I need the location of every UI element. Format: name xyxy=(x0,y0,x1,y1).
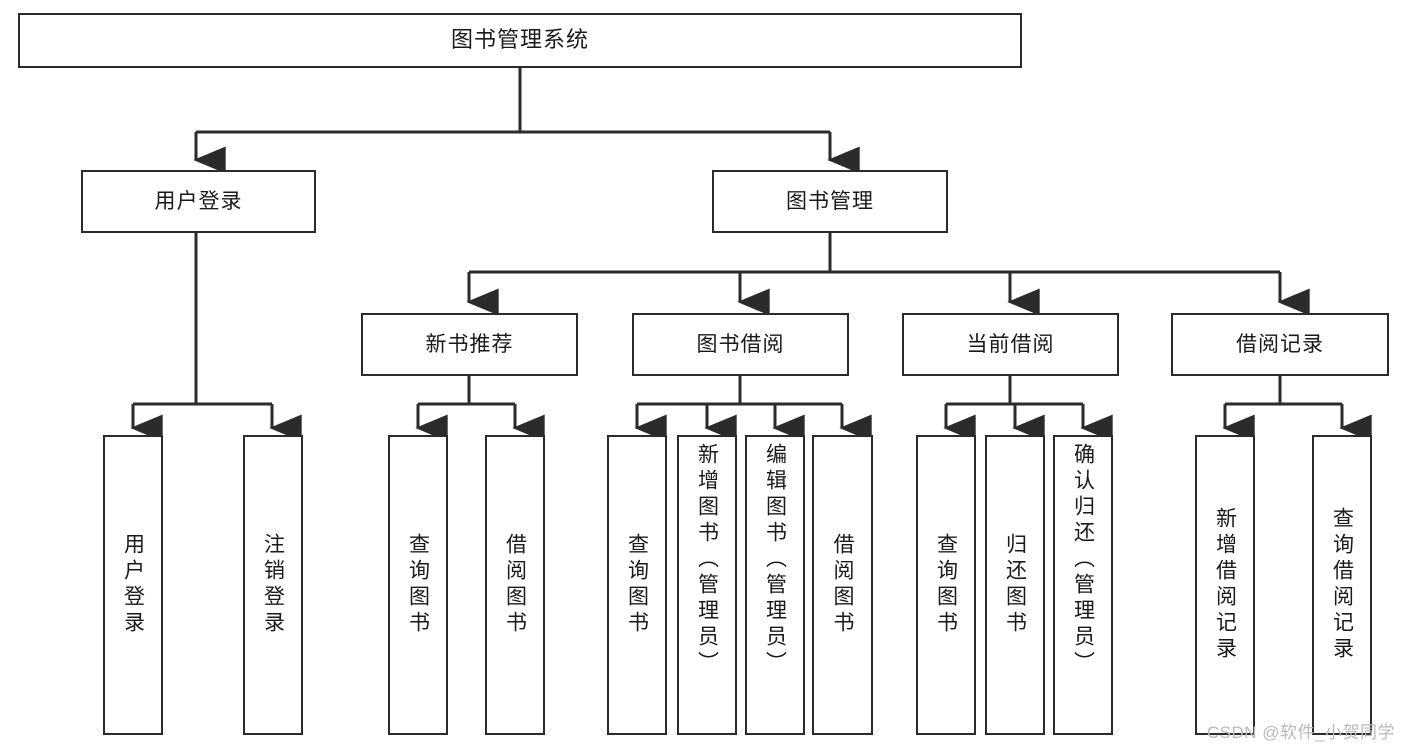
leaf-add-record[interactable]: 新增借阅记录 xyxy=(1195,435,1255,735)
node-book-borrow[interactable]: 图书借阅 xyxy=(632,313,849,376)
node-borrow-record-label: 借阅记录 xyxy=(1236,332,1324,356)
leaf-return-book[interactable]: 归还图书 xyxy=(985,435,1045,735)
leaf-add-book[interactable]: 新增图书（管理员） xyxy=(677,435,737,735)
node-user-login[interactable]: 用户登录 xyxy=(81,170,316,233)
leaf-confirm-return-label: 确认归还（管理员） xyxy=(1071,443,1095,677)
leaf-add-book-label: 新增图书（管理员） xyxy=(695,443,719,677)
leaf-edit-book[interactable]: 编辑图书（管理员） xyxy=(745,435,805,735)
node-user-login-label: 用户登录 xyxy=(154,189,243,213)
leaf-query-book-2[interactable]: 查询图书 xyxy=(607,435,667,735)
node-current-borrow-label: 当前借阅 xyxy=(966,332,1055,356)
leaf-edit-book-label: 编辑图书（管理员） xyxy=(763,443,787,677)
leaf-query-book-2-label: 查询图书 xyxy=(625,533,649,637)
leaf-query-book-1[interactable]: 查询图书 xyxy=(388,435,448,735)
node-root-label: 图书管理系统 xyxy=(450,27,589,53)
node-new-book-recommend[interactable]: 新书推荐 xyxy=(361,313,578,376)
node-root[interactable]: 图书管理系统 xyxy=(18,13,1022,68)
leaf-user-login-label: 用户登录 xyxy=(121,533,145,637)
leaf-query-book-3[interactable]: 查询图书 xyxy=(916,435,976,735)
leaf-query-record-label: 查询借阅记录 xyxy=(1330,507,1354,663)
leaf-borrow-book-2-label: 借阅图书 xyxy=(831,533,854,637)
leaf-query-book-3-label: 查询图书 xyxy=(934,533,958,637)
leaf-borrow-book-1[interactable]: 借阅图书 xyxy=(485,435,545,735)
node-current-borrow[interactable]: 当前借阅 xyxy=(902,313,1119,376)
leaf-query-book-1-label: 查询图书 xyxy=(406,533,430,637)
leaf-confirm-return[interactable]: 确认归还（管理员） xyxy=(1053,435,1113,735)
leaf-borrow-book-2[interactable]: 借阅图书 xyxy=(812,435,873,735)
watermark-text: CSDN @软件_小贺同学 xyxy=(1206,723,1395,742)
leaf-logout-label: 注销登录 xyxy=(261,533,285,637)
node-book-borrow-label: 图书借阅 xyxy=(696,332,785,356)
node-borrow-record[interactable]: 借阅记录 xyxy=(1171,313,1389,376)
node-book-management[interactable]: 图书管理 xyxy=(712,170,948,233)
leaf-user-login[interactable]: 用户登录 xyxy=(103,435,163,735)
leaf-query-record[interactable]: 查询借阅记录 xyxy=(1312,435,1372,735)
node-book-management-label: 图书管理 xyxy=(786,189,874,213)
leaf-add-record-label: 新增借阅记录 xyxy=(1213,507,1237,663)
leaf-logout[interactable]: 注销登录 xyxy=(243,435,303,735)
leaf-return-book-label: 归还图书 xyxy=(1003,533,1027,637)
node-new-book-recommend-label: 新书推荐 xyxy=(425,332,514,356)
leaf-borrow-book-1-label: 借阅图书 xyxy=(503,533,527,637)
